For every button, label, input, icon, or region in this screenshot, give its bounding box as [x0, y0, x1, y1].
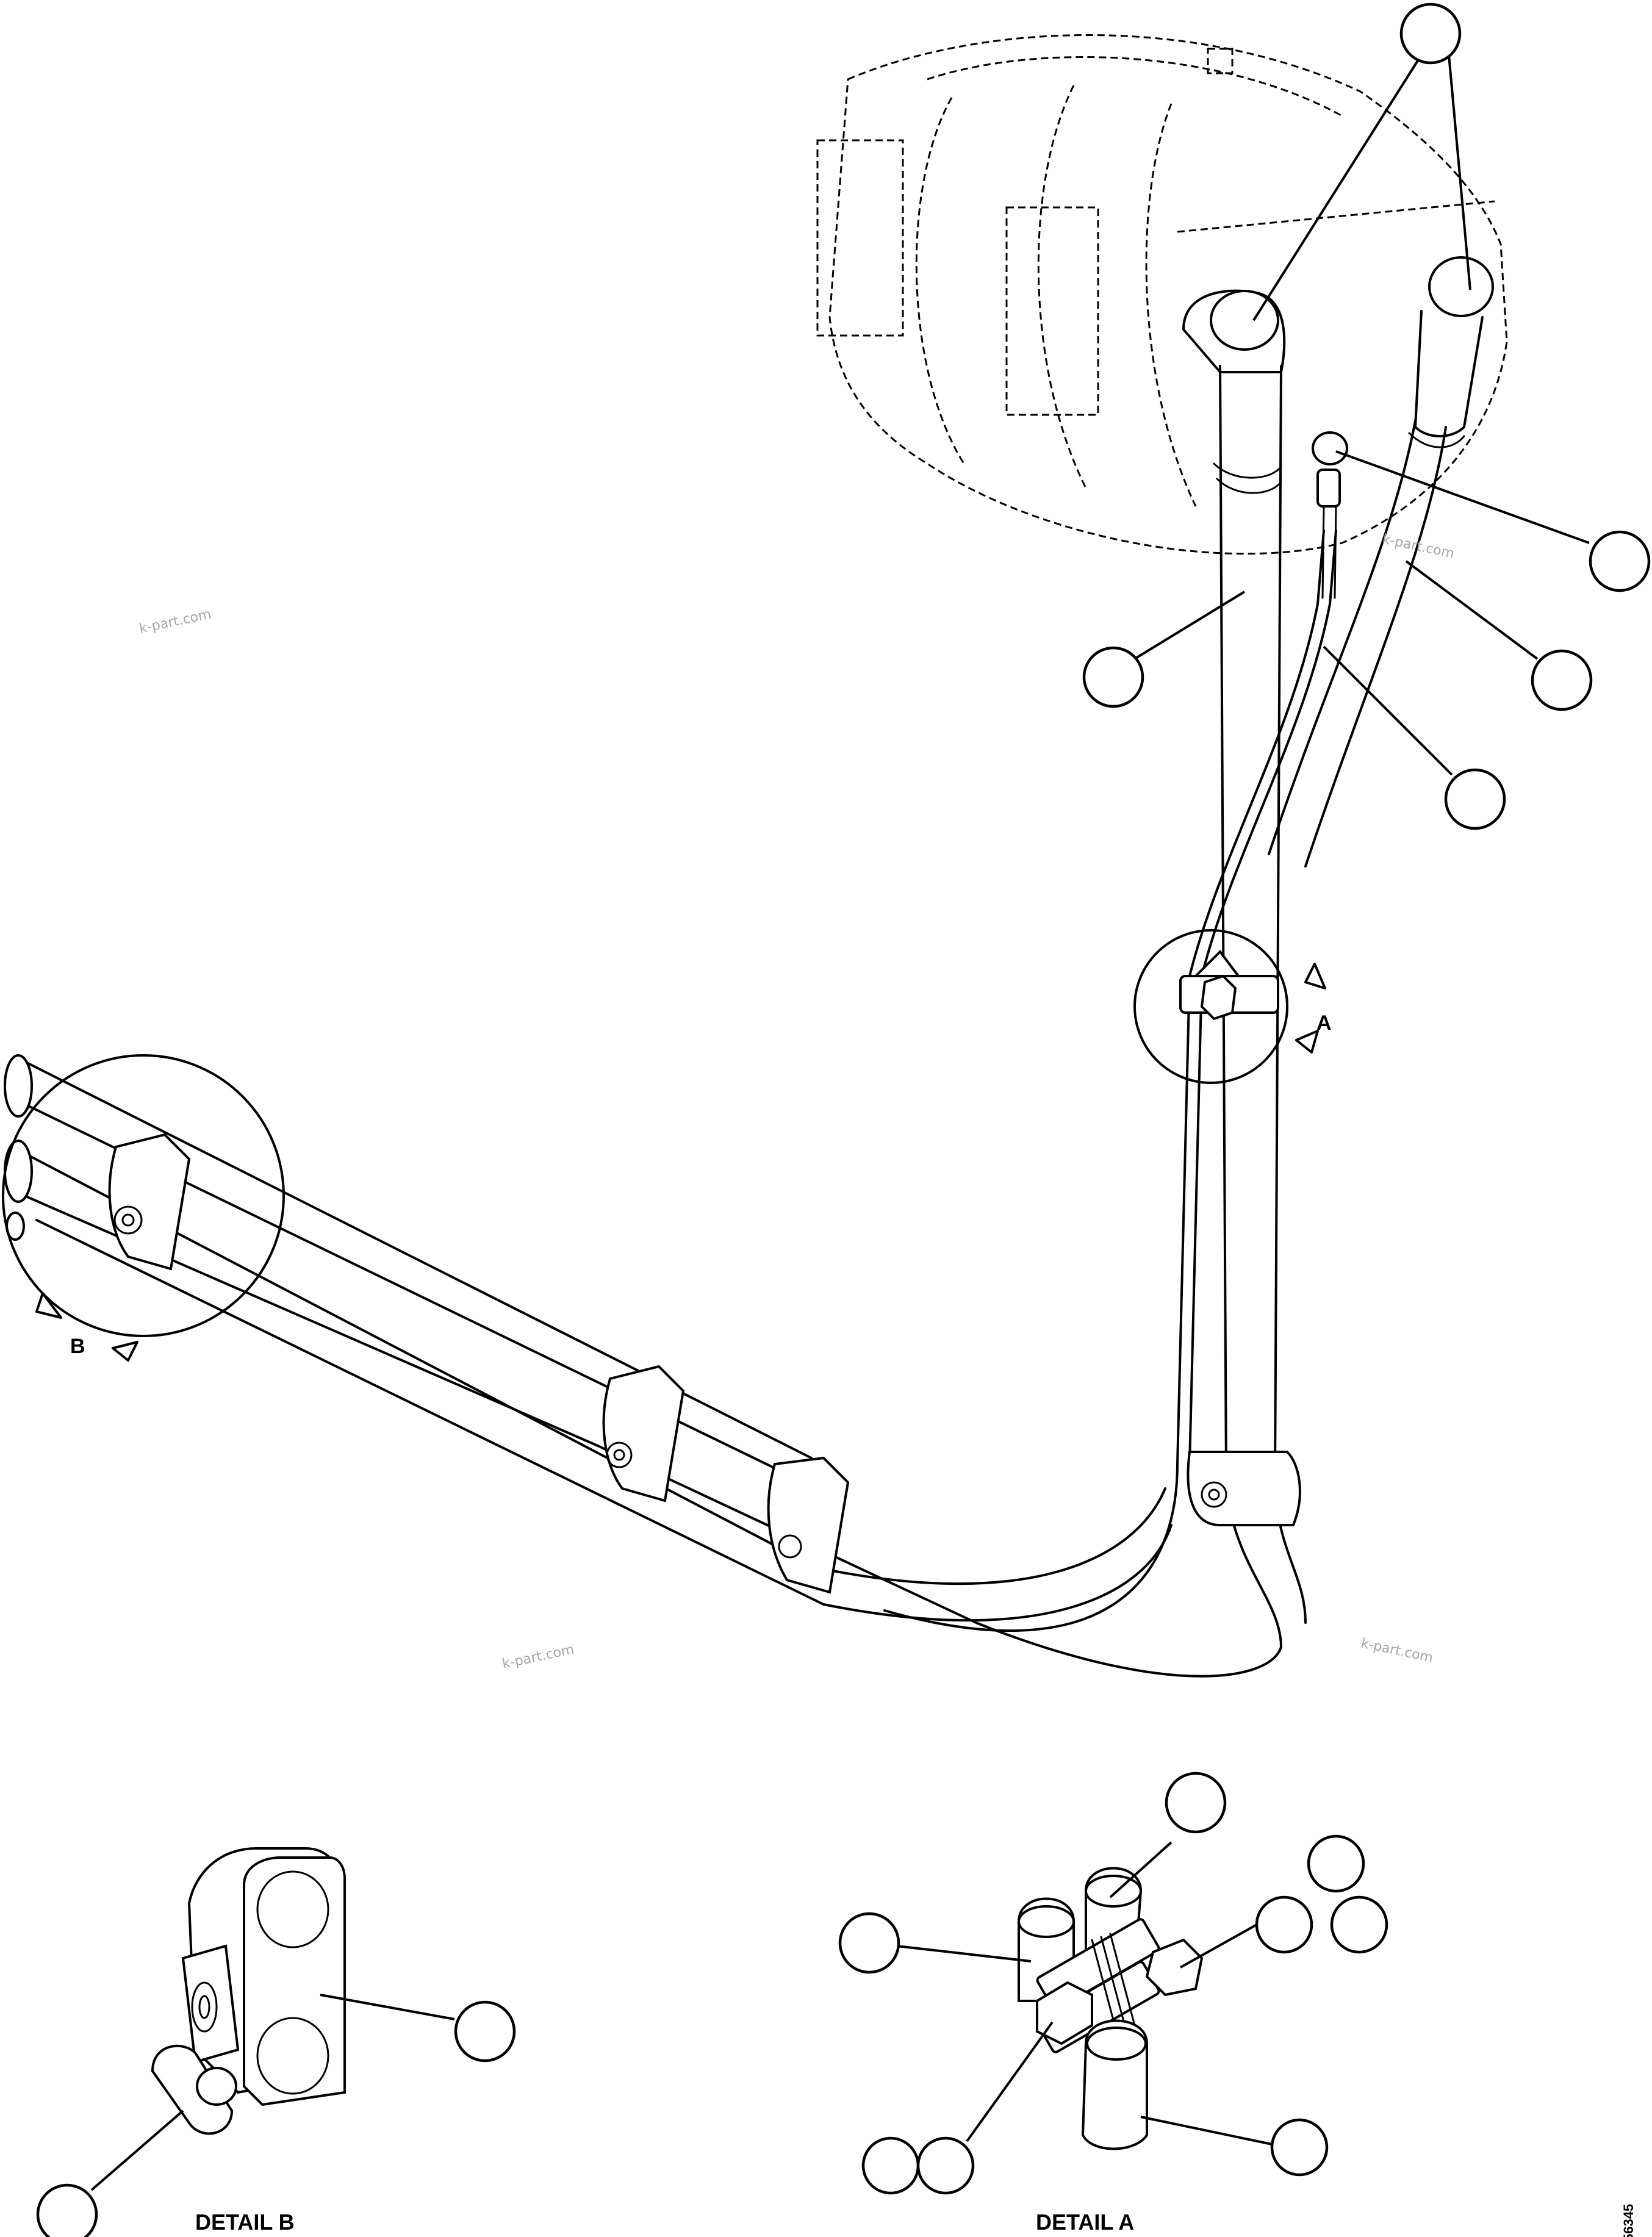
callout-balloon[interactable]: [1270, 2118, 1329, 2177]
detail-circle-a: [1133, 929, 1326, 1084]
watermark: k-part.com: [1360, 1636, 1434, 1665]
clamp-middle-1: [602, 1365, 685, 1503]
callout-balloon[interactable]: [1330, 1895, 1388, 1954]
callout-balloon[interactable]: [36, 2183, 98, 2237]
detail-circle-b: [2, 1054, 285, 1362]
callouts: [36, 2, 1651, 2237]
callout-balloon[interactable]: [838, 1912, 900, 1974]
callout-balloon[interactable]: [916, 2136, 975, 2195]
detail-b-clamp: [151, 1847, 346, 2135]
clamp-a: [1179, 949, 1279, 1021]
detail-b-label: DETAIL B: [195, 2210, 295, 2235]
detail-a-clamp: [1018, 1867, 1204, 2150]
detail-a-label: DETAIL A: [1036, 2210, 1134, 2235]
callout-balloon[interactable]: [1082, 646, 1144, 708]
callout-balloon[interactable]: [1444, 768, 1506, 830]
callout-balloon[interactable]: [1165, 1772, 1227, 1834]
clamp-b: [108, 1133, 191, 1271]
callout-balloon[interactable]: [1255, 1895, 1313, 1954]
callout-balloon[interactable]: [861, 2136, 920, 2195]
hose-elbow-right: [1408, 256, 1494, 448]
sensor-fitting: [1312, 431, 1348, 599]
clamp-lower-right: [1187, 1451, 1301, 1526]
callout-balloon[interactable]: [1531, 649, 1593, 711]
watermark: k-part.com: [501, 1642, 575, 1672]
view-label-b: B: [70, 1335, 85, 1358]
hose-elbow-left: [1182, 289, 1286, 494]
view-label-a: A: [1316, 1011, 1332, 1035]
callout-balloon[interactable]: [1589, 530, 1651, 592]
watermark: k-part.com: [1381, 531, 1456, 561]
callout-balloon[interactable]: [1399, 2, 1462, 65]
callout-balloon[interactable]: [1307, 1834, 1365, 1893]
clamp-middle-2: [767, 1456, 850, 1594]
callout-balloon[interactable]: [454, 2000, 516, 2063]
phantom-tank: [816, 34, 1508, 555]
watermark: k-part.com: [138, 607, 212, 637]
drawing-number: 56345: [1621, 2204, 1636, 2237]
